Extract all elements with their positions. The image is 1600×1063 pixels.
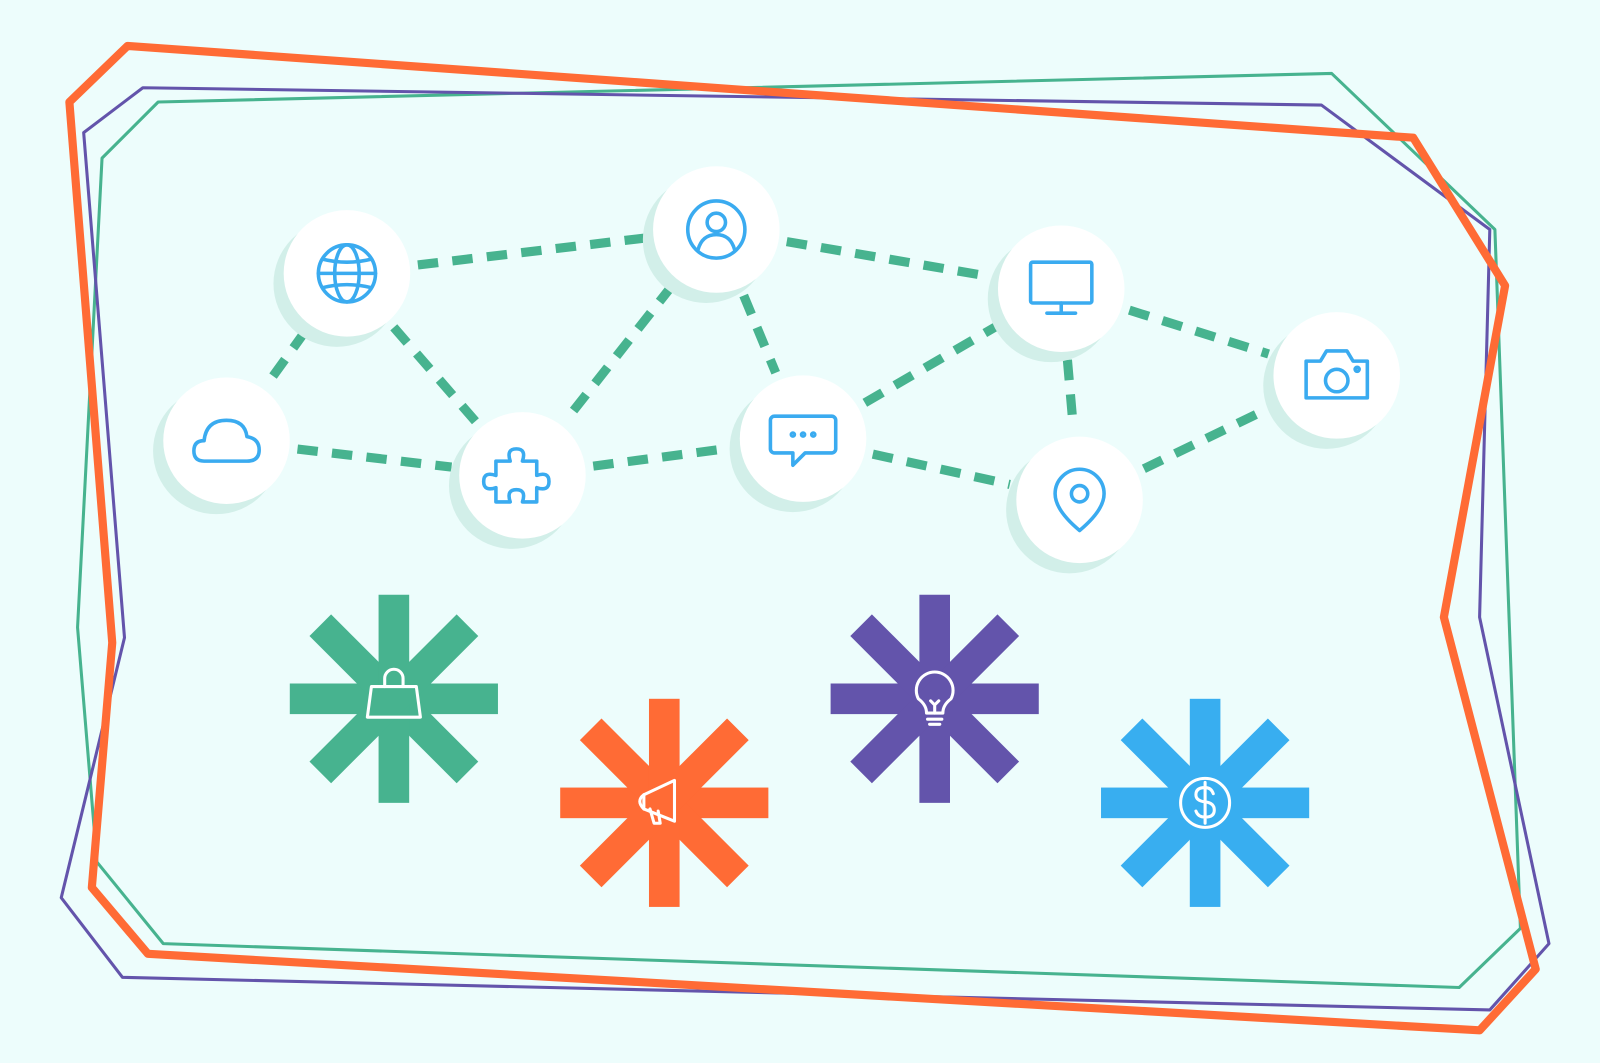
globe-icon [316,243,378,304]
shopping-bag-icon [365,667,422,719]
dashed-connection-chat-monitor [862,320,1002,407]
dashed-connection-globe-user [417,233,646,270]
dashed-connection-puzzle-chat [592,443,733,471]
asterisks [289,594,1310,907]
megaphone-icon [638,778,677,825]
monitor-icon [1028,260,1094,315]
user-icon [685,199,747,260]
asterisk-arm [850,614,1020,784]
frame-purple [59,86,1551,1012]
node-monitor [987,225,1125,363]
dashed-connection-cloud-puzzle [296,444,453,472]
dashed-connection-pin-camera [1141,402,1275,473]
dollar-coin-icon [1179,776,1232,829]
chat-icon [768,414,838,467]
camera-icon [1304,349,1370,400]
location-pin-icon [1053,467,1106,533]
puzzle-icon [481,447,551,504]
asterisk-shopping-bag [289,594,498,803]
node-user [642,166,780,303]
asterisk-dollar-coin [1101,698,1310,907]
node-circle [1016,436,1143,564]
node-cloud [153,377,290,515]
asterisk-arm [309,614,479,784]
node-circle [163,377,290,504]
frames [59,41,1551,1035]
node-circle [997,225,1125,352]
lightbulb-icon [914,670,955,726]
frame-orange [65,41,1540,1035]
asterisk-arm [579,718,749,888]
cloud-icon [192,418,261,463]
asterisk-lightbulb [830,594,1039,803]
node-circle [1273,312,1400,439]
node-camera [1263,312,1400,449]
dashed-connection-chat-pin [871,449,1011,489]
dashed-connection-monitor-pin [1062,359,1078,430]
node-circle [739,375,867,502]
dashed-connection-user-puzzle [563,282,676,423]
asterisk-megaphone [560,698,769,907]
node-circle [459,412,586,539]
dashed-connection-user-chat [739,293,780,375]
node-globe [273,210,411,347]
node-circle [653,166,780,293]
node-puzzle [448,412,586,549]
connections [264,233,1275,489]
dashed-connection-monitor-camera [1127,305,1270,359]
dashed-connection-globe-cloud [264,328,309,386]
nodes [153,166,1400,574]
node-pin [1006,436,1143,574]
node-chat [729,375,867,513]
